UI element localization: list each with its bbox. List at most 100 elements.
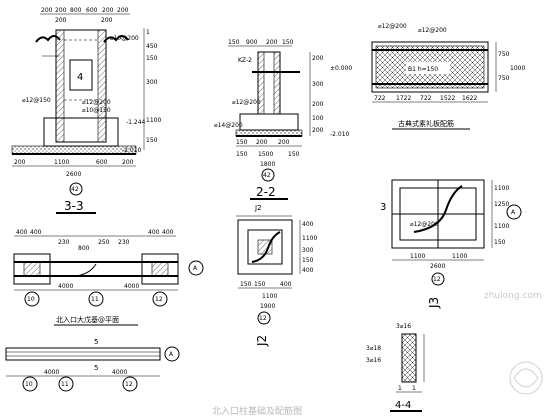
dim-text: 230 [118, 239, 130, 246]
dim-text: 1100 [410, 253, 425, 260]
entrance-plan: 400 400 400 400 230 800 250 230 A 4000 4… [13, 229, 204, 326]
dim-text: 1100 [262, 293, 277, 300]
axis-bubble: 12 [433, 276, 441, 283]
dim-text: 200 [117, 7, 129, 14]
dim-text: 300 [312, 81, 324, 88]
dim-text: 200 [14, 159, 26, 166]
dim-text: 1800 [260, 161, 275, 168]
dim-text: 200 [256, 139, 268, 146]
dim-text: 1500 [258, 151, 273, 158]
dim-text: 450 [146, 43, 158, 50]
dim-text: 150 [146, 55, 158, 62]
dim-text: 300 [302, 247, 314, 254]
dim-text: 1000 [510, 65, 525, 72]
dim-text: 100 [312, 115, 324, 122]
dim-text: 800 [78, 245, 90, 252]
dim-text: 200 [101, 17, 113, 24]
rebar-note: ⌀10@150 [82, 107, 111, 114]
dim-text: 400 [302, 221, 314, 228]
beam-mark: 5 [94, 338, 98, 346]
section-title: 2-2 [256, 185, 276, 199]
dim-text: 200 [312, 101, 324, 108]
dim-text: 1250 [494, 201, 509, 208]
footing-title: J2 [254, 204, 262, 212]
beam-mark: 5 [94, 364, 98, 372]
watermark-text: zhulong.com [484, 291, 542, 301]
dim-text: 150 [236, 139, 248, 146]
footing-title: J3 [427, 297, 441, 309]
rebar-note: ⌀10@200 [110, 35, 139, 42]
dim-text: 722 [420, 95, 432, 102]
dim-text: 900 [246, 39, 258, 46]
dim-text: 1100 [302, 235, 317, 242]
slab-tag: B1 h=150 [408, 66, 438, 73]
dim-text: 1522 [440, 95, 455, 102]
dim-text: 1 [146, 29, 150, 36]
dim-text: 200 [122, 159, 134, 166]
dim-text: 150 [146, 137, 158, 144]
section-2-2: 150 900 200 150 KZ-2 ⌀12@200 ⌀14@200 ±0.… [214, 39, 352, 200]
dim-text: 800 [70, 7, 82, 14]
section-3-3: 200 200 800 600 200 200 200 200 4 ⌀10@20… [11, 7, 161, 214]
dim-text: 1722 [396, 95, 411, 102]
dim-text: 4000 [44, 369, 59, 376]
ground-beam: 5 5 A 4000 4000 10 11 12 [5, 338, 180, 392]
dim-text: 150 [240, 281, 252, 288]
section-4-4: 3⌀16 3⌀18 3⌀16 1 1 4-4 [366, 323, 425, 412]
section-mark: 3 [380, 202, 386, 213]
rebar-note: ⌀12@200 [410, 221, 439, 228]
dim-text: 4000 [124, 283, 139, 290]
rebar-note: ⌀12@200 [378, 23, 407, 30]
axis-bubble: 12 [125, 381, 133, 388]
rebar-note: ⌀12@200 [82, 99, 111, 106]
dim-text: 4000 [58, 283, 73, 290]
rebar-note: 3⌀18 [366, 345, 381, 352]
dim-text: 750 [498, 51, 510, 58]
dim-text: 200 [278, 139, 290, 146]
axis-bubble: 12 [259, 315, 267, 322]
dim-text: 200 [102, 7, 114, 14]
rebar-note: 3⌀16 [396, 323, 411, 330]
dim-text: 200 [312, 55, 324, 62]
rebar-note: ⌀12@150 [22, 97, 51, 104]
slab-reinforcement: B1 h=150 ⌀12@200 ⌀12@200 750 750 1000 72… [371, 23, 525, 130]
footing-title: J2 [255, 335, 269, 347]
dim-text: 1622 [462, 95, 477, 102]
dim-text: 400 [280, 281, 292, 288]
dim-text: 300 [146, 79, 158, 86]
section-title: 4-4 [395, 400, 411, 411]
dim-text: 1 [398, 385, 402, 392]
axis-bubble: 10 [27, 296, 35, 303]
elevation-text: -2.010 [330, 131, 350, 138]
dim-text: 1100 [54, 159, 69, 166]
footing-j3: ⌀12@200 3 1100 1250 1100 150 A 1100 1100… [380, 179, 522, 309]
column-tag: KZ-2 [238, 57, 252, 64]
dim-text: 600 [96, 159, 108, 166]
dim-text: 150 [236, 151, 248, 158]
drawing-title: 北入口柱基础及配筋图 [212, 405, 302, 417]
footing-j2: J2 400 1100 300 150 400 150 150 1100 400… [236, 204, 317, 347]
dim-text: 400 [30, 229, 42, 236]
dim-text: 1100 [494, 185, 509, 192]
dim-text: 200 [266, 39, 278, 46]
axis-bubble: 42 [71, 186, 79, 193]
elevation-text: ±0.000 [330, 65, 352, 72]
elevation-text: -1.244 [126, 119, 146, 126]
slab-title: 古典式素礼板配筋 [398, 119, 454, 128]
rebar-note: ⌀12@200 [232, 99, 261, 106]
dim-text: 230 [58, 239, 70, 246]
dim-text: 722 [374, 95, 386, 102]
dim-text: 400 [302, 267, 314, 274]
dim-text: 150 [254, 281, 266, 288]
dim-text: 1 [412, 385, 416, 392]
axis-bubble: 11 [61, 381, 69, 388]
dim-text: 200 [55, 17, 67, 24]
axis-bubble: 42 [263, 172, 271, 179]
dim-text: 750 [498, 75, 510, 82]
section-mark: 4 [77, 72, 83, 83]
axis-bubble: A [193, 265, 198, 272]
axis-bubble: 12 [155, 296, 163, 303]
dim-text: 150 [228, 39, 240, 46]
dim-text: 600 [86, 7, 98, 14]
axis-bubble: A [169, 351, 174, 358]
